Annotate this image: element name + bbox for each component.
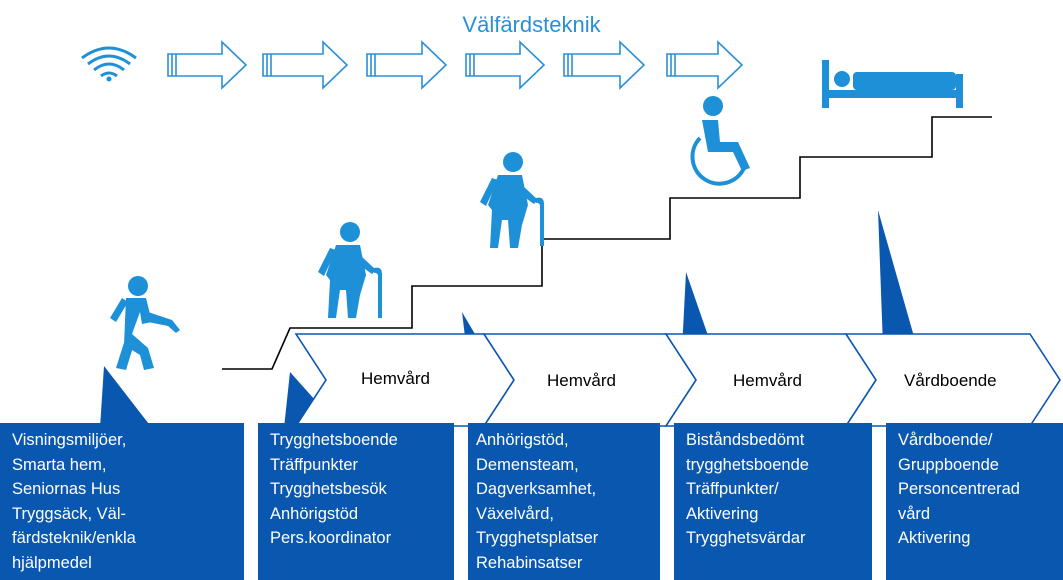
staircase-line	[222, 116, 992, 370]
arrow-icon-5	[563, 40, 646, 90]
box-line: Demensteam,	[476, 455, 579, 474]
wheelchair-icon	[690, 96, 750, 186]
stage-label-3: Hemvård	[733, 371, 802, 390]
box-line: Trygghetsbesök	[270, 480, 387, 498]
info-box-5: Vårdboende/ Gruppboende Personcentrerad …	[886, 423, 1063, 580]
box-line: Personcentrerad	[898, 480, 1020, 498]
box-line: Aktivering	[686, 504, 759, 523]
box-line: Gruppboende	[898, 455, 999, 474]
wifi-icon	[81, 46, 137, 82]
box-line: Rehabinsatser	[476, 553, 583, 572]
box-line: Vårdboende/	[898, 431, 993, 449]
box-line: Dagverksamhet,	[476, 480, 597, 498]
box-line: trygghetsboende	[686, 455, 809, 474]
box-line: Träffpunkter	[270, 455, 359, 474]
diagram-title: Välfärdsteknik	[462, 12, 601, 37]
box-line: Träffpunkter/	[686, 480, 779, 498]
box-line: vård	[898, 504, 931, 523]
box-line: Trygghetsplatser	[476, 529, 599, 547]
stage-label-4: Vårdboende	[904, 371, 997, 390]
stage-label-1: Hemvård	[361, 369, 430, 388]
callout-pointer-1	[100, 366, 152, 428]
arrow-icon-1	[167, 40, 248, 90]
box-line: Seniornas Hus	[12, 480, 121, 498]
box-line: Aktivering	[898, 529, 971, 547]
box-line: Biståndsbedömt	[686, 431, 805, 449]
info-box-2: Trygghetsboende Träffpunkter Trygghetsbe…	[258, 423, 454, 580]
info-box-1: Visningsmiljöer, Smarta hem, Seniornas H…	[0, 423, 244, 580]
info-box-4: Biståndsbedömt trygghetsboende Träffpunk…	[674, 423, 872, 580]
box-line: Anhörigstöd,	[476, 431, 569, 449]
box-line: Trygghetsvärdar	[686, 529, 806, 547]
elderly-cane-icon-2	[480, 152, 544, 248]
arrow-icon-6	[666, 40, 744, 90]
box-line: hjälpmedel	[12, 553, 92, 572]
box-line: Växelvård,	[476, 504, 554, 523]
box-line: Smarta hem,	[12, 455, 107, 474]
info-box-3: Anhörigstöd, Demensteam, Dagverksamhet, …	[468, 423, 660, 580]
arrow-icon-2	[262, 40, 349, 90]
walking-person-icon	[110, 276, 180, 370]
stage-label-2: Hemvård	[547, 371, 616, 390]
box-line: Tryggsäck, Väl-	[12, 504, 127, 523]
arrow-icon-4	[465, 40, 546, 90]
box-line: färdsteknik/enkla	[12, 529, 136, 547]
box-line: Visningsmiljöer,	[12, 431, 127, 449]
box-line: Trygghetsboende	[270, 431, 398, 449]
box-line: Pers.koordinator	[270, 529, 392, 547]
box-line: Anhörigstöd	[270, 504, 359, 523]
arrow-icon-3	[366, 40, 448, 90]
bed-icon	[822, 60, 963, 108]
elderly-cane-icon-1	[318, 222, 382, 318]
